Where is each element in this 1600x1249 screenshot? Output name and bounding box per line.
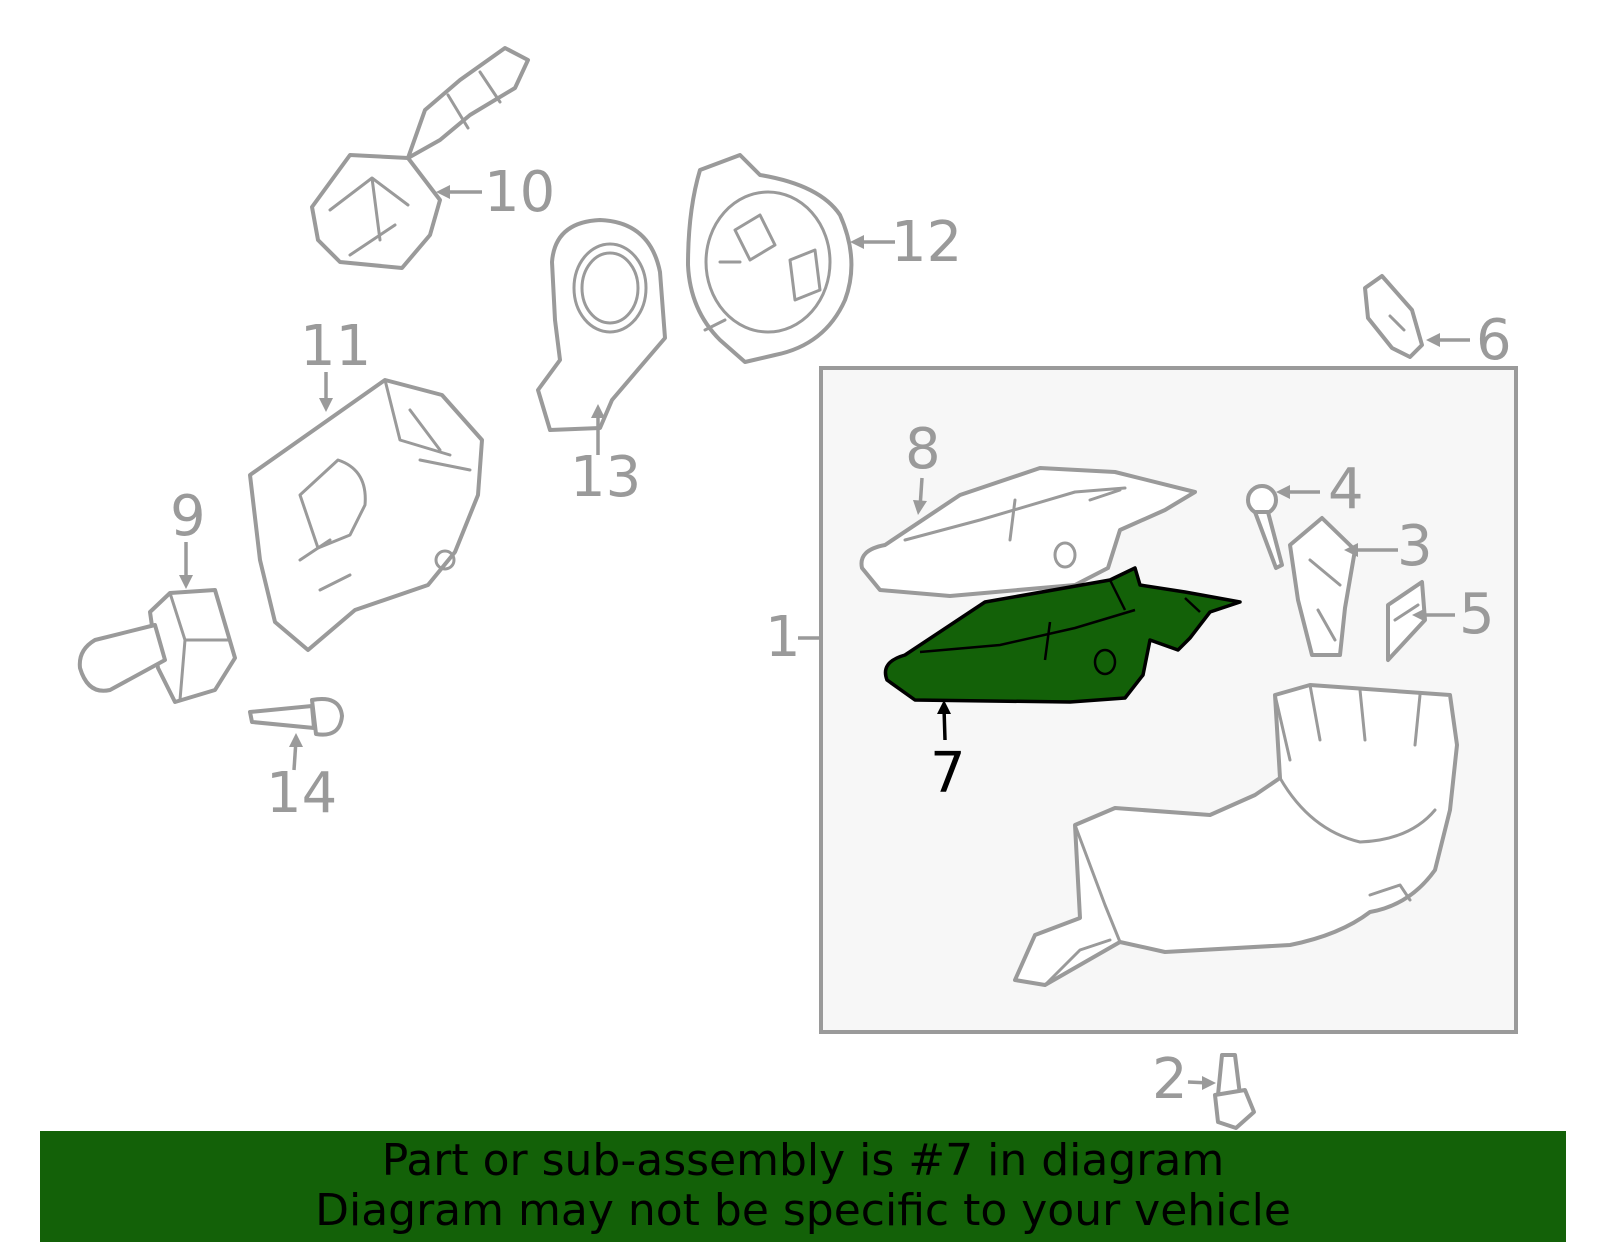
svg-text:1: 1 (765, 605, 801, 670)
part-8-upper-cover[interactable] (859, 466, 1197, 598)
svg-text:11: 11 (300, 314, 371, 379)
part-2-bolt[interactable] (1213, 1053, 1256, 1130)
banner-line-1: Part or sub-assembly is #7 in diagram (381, 1135, 1225, 1186)
svg-text:10: 10 (484, 160, 555, 225)
part-10-switch[interactable] (310, 46, 530, 270)
svg-text:12: 12 (891, 210, 962, 275)
banner-line-2: Diagram may not be specific to your vehi… (315, 1185, 1291, 1236)
info-banner: Part or sub-assembly is #7 in diagram Di… (40, 1131, 1566, 1242)
part-9-switch[interactable] (77, 588, 237, 704)
callout-12: 12 (850, 210, 962, 275)
callout-7: 7 (930, 700, 966, 806)
svg-text:5: 5 (1459, 582, 1495, 647)
callout-13: 13 (570, 404, 641, 510)
svg-text:6: 6 (1476, 308, 1512, 373)
part-6-bulb[interactable] (1363, 274, 1424, 359)
part-11-column-cover[interactable] (248, 378, 484, 652)
svg-text:4: 4 (1328, 457, 1364, 522)
svg-text:3: 3 (1397, 514, 1433, 579)
part-4-screw[interactable] (1246, 484, 1284, 570)
svg-text:14: 14 (266, 761, 337, 826)
svg-text:7: 7 (930, 741, 966, 806)
part-7-lower-cover-highlighted[interactable] (883, 566, 1242, 704)
callout-14: 14 (266, 733, 337, 826)
svg-text:8: 8 (905, 417, 941, 482)
callout-11: 11 (300, 314, 371, 412)
callout-6: 6 (1426, 308, 1512, 373)
callout-5: 5 (1412, 582, 1495, 647)
lower-shroud[interactable] (1013, 683, 1459, 987)
callout-9: 9 (170, 484, 206, 589)
part-13-bracket[interactable] (536, 218, 667, 432)
callout-1: 1 (765, 605, 821, 670)
callout-2: 2 (1152, 1047, 1216, 1112)
part-14-screw[interactable] (248, 697, 344, 737)
part-3-bracket[interactable] (1288, 516, 1357, 657)
callout-8: 8 (905, 417, 941, 515)
svg-text:9: 9 (170, 484, 206, 549)
callout-10: 10 (436, 160, 555, 225)
part-12-clock-spring[interactable] (686, 153, 854, 364)
callout-4: 4 (1276, 457, 1364, 522)
svg-text:2: 2 (1152, 1047, 1188, 1112)
svg-text:13: 13 (570, 445, 641, 510)
callout-3: 3 (1344, 514, 1433, 579)
